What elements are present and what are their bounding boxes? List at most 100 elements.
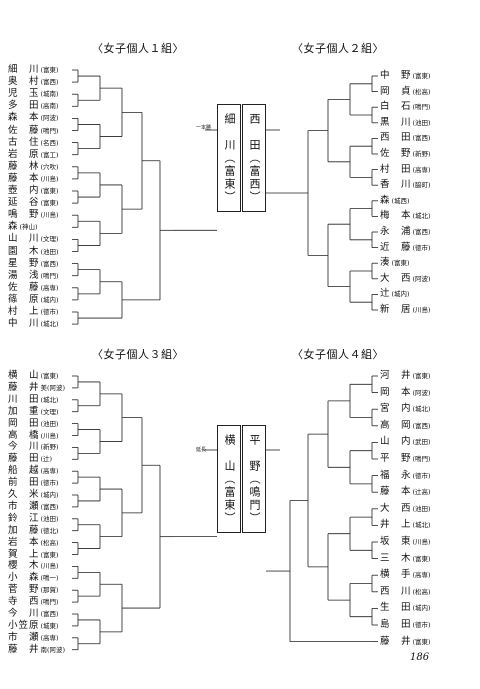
- player-entry: 宮 内(城北): [380, 403, 431, 415]
- player-name: 久 米: [8, 489, 40, 500]
- player-name: 篠 原: [8, 293, 40, 305]
- player-name: 園 木: [8, 245, 40, 257]
- player-name: 島 田: [380, 619, 412, 630]
- player-school: (城内): [40, 491, 59, 499]
- player-name: 前 田: [8, 477, 40, 489]
- player-school: (松高): [40, 538, 59, 547]
- player-name: 横 山: [8, 370, 40, 381]
- player-school: (高専): [40, 283, 59, 292]
- player-school: (池田): [40, 247, 59, 256]
- player-entry: 平 野(鳴門): [380, 453, 431, 465]
- player-school: (富東): [391, 259, 410, 268]
- player-name: 岡 田: [8, 417, 40, 429]
- player-entry: 古 住(名西): [8, 137, 59, 149]
- player-entry: 新 居(川島): [380, 304, 431, 316]
- player-school: (富東): [40, 199, 59, 208]
- player-name: 中 野: [380, 70, 412, 81]
- player-school: (鳴門): [412, 103, 431, 112]
- finalist-box-group-3: 横 山（富東）: [217, 425, 241, 533]
- player-school: (穴吹): [40, 162, 59, 171]
- player-school: (鳴門): [40, 126, 59, 135]
- player-name: 古 住: [8, 136, 40, 148]
- player-entry: 岡 本(阿波): [380, 387, 431, 399]
- player-entry: 辻(城内): [380, 288, 410, 300]
- player-name: 藤 林: [8, 160, 40, 172]
- player-entry: 岡 貞(松高): [380, 86, 431, 98]
- player-name: 藤 井: [8, 643, 40, 655]
- player-school: (川島): [40, 174, 59, 183]
- final-label-top: 一本勝: [196, 125, 212, 131]
- player-entry: 梅 本(城北): [380, 210, 431, 222]
- player-entry: 横 手(高専): [380, 569, 431, 581]
- player-name: 小笠原: [8, 619, 40, 631]
- player-name: 今 川: [8, 608, 40, 619]
- player-school: (富東): [40, 372, 59, 380]
- player-name: 梅 本: [380, 210, 412, 222]
- player-entry: 岩 本(松高): [8, 537, 59, 549]
- player-school: (脇町): [412, 181, 431, 190]
- player-school: (高専): [412, 571, 431, 580]
- player-name: 森 本: [8, 112, 40, 124]
- player-entry: 藤 井美(阿波): [8, 382, 65, 394]
- player-name: 平 野: [380, 453, 412, 464]
- player-school: (徳北): [40, 526, 59, 535]
- player-name: 佐 藤: [8, 281, 40, 293]
- player-entry: 中 野(富東): [380, 70, 431, 82]
- player-entry: 小笠原(城東): [8, 620, 59, 632]
- player-name: 藤 本: [8, 172, 40, 184]
- player-school: (徳市): [412, 243, 431, 252]
- group-1-title: 〈女子個人１組〉: [92, 42, 184, 55]
- player-entry: 村 上(徳市): [8, 306, 59, 318]
- player-name: 森: [380, 194, 391, 206]
- player-entry: 村 田(高専): [380, 164, 431, 176]
- player-name: 岡 本: [380, 386, 412, 398]
- player-school: (阿波): [412, 388, 431, 397]
- player-school: (松高): [412, 87, 431, 96]
- player-school: (神山): [19, 223, 38, 232]
- player-name: 賀 上: [8, 548, 40, 560]
- player-school: (川島): [412, 306, 431, 314]
- player-entry: 船 越(高専): [8, 465, 59, 477]
- player-entry: 河 井(富東): [380, 370, 431, 382]
- player-school: (鳴門): [40, 271, 59, 280]
- player-school: (富東): [40, 66, 59, 74]
- player-school: (富西): [40, 610, 59, 618]
- player-school: (城西): [391, 196, 410, 205]
- player-name: 延 谷: [8, 197, 40, 209]
- player-entry: 藤 本(川島): [8, 173, 59, 185]
- player-name: 多 田: [8, 100, 40, 112]
- player-name: 新 居: [380, 304, 412, 315]
- player-entry: 島 田(徳市): [380, 619, 431, 631]
- player-school: (富東): [412, 637, 431, 646]
- player-name: 藤 田: [8, 453, 40, 465]
- player-school: (城内): [40, 295, 59, 304]
- player-school: (富西): [412, 228, 431, 236]
- player-entry: 細 川(富東): [8, 64, 59, 76]
- player-name: 河 井: [380, 370, 412, 381]
- player-school: (徳市): [40, 479, 59, 488]
- player-name: 香 川: [380, 179, 412, 191]
- player-name: 西 田: [380, 132, 412, 144]
- player-entry: 今 川(富西): [8, 608, 59, 620]
- player-name: 三 木: [380, 552, 412, 564]
- player-entry: 大 西(池田): [380, 503, 431, 515]
- player-name: 壺 内: [8, 185, 40, 196]
- player-name: 鳴 野: [8, 209, 40, 221]
- player-school: (鳴一): [40, 574, 59, 583]
- player-entry: 加 重(文理): [8, 406, 59, 418]
- player-entry: 佐 野(新野): [380, 148, 431, 160]
- player-entry: 多 田(高南): [8, 100, 59, 112]
- player-school: (徳市): [412, 471, 431, 480]
- finalist-box-group-1: 細 川（富東）: [217, 104, 241, 212]
- player-entry: 佐 藤(高専): [8, 282, 59, 294]
- player-school: (辻): [40, 455, 53, 464]
- player-entry: 中 川(城北): [8, 318, 59, 330]
- player-entry: 鈴 江(池田): [8, 513, 59, 525]
- player-school: (文理): [40, 407, 59, 416]
- player-entry: 市 瀬(高専): [8, 632, 59, 644]
- player-entry: 近 藤(徳市): [380, 242, 431, 254]
- player-entry: 森(神山): [8, 221, 38, 233]
- player-entry: 市 瀬(富西): [8, 501, 59, 513]
- player-entry: 坂 東(川島): [380, 536, 431, 548]
